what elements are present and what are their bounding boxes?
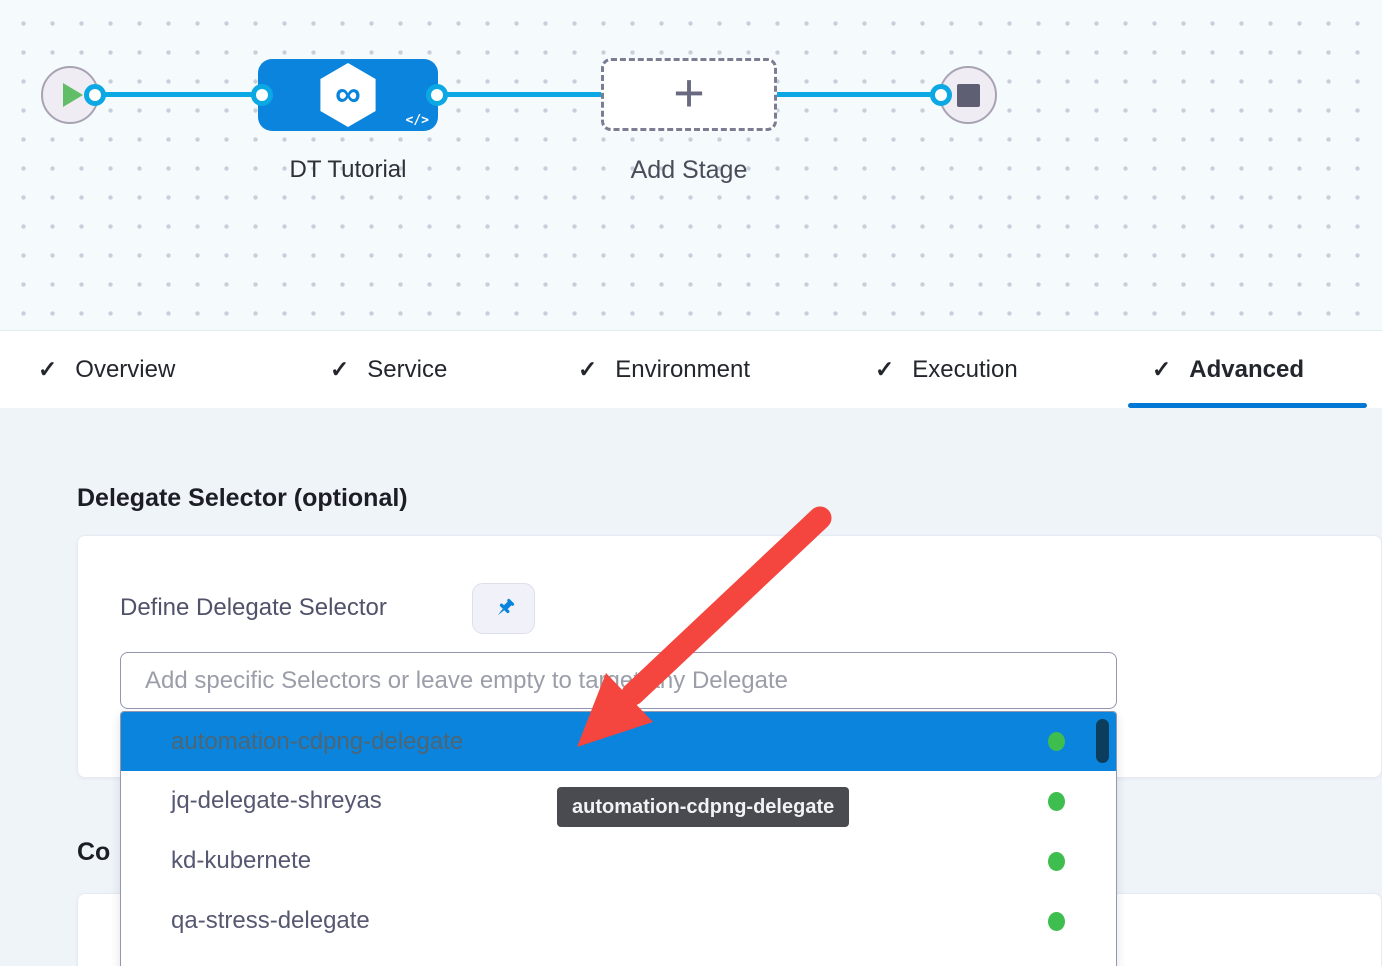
delegate-selector-section-title: Delegate Selector (optional) — [77, 484, 408, 512]
delegate-status-dot — [1048, 791, 1065, 811]
add-stage-label: Add Stage — [630, 156, 748, 184]
tab-execution[interactable]: ✓ Execution — [875, 355, 1018, 383]
pushpin-icon — [497, 598, 514, 615]
tab-environment[interactable]: ✓ Environment — [578, 355, 751, 383]
pin-button[interactable] — [472, 583, 535, 634]
check-icon: ✓ — [330, 356, 350, 382]
pipeline-end-node[interactable] — [939, 66, 997, 124]
harness-cd-hexagon-icon: ∞ — [320, 63, 376, 127]
dropdown-option-qa-stress-delegate[interactable]: qa-stress-delegate — [121, 891, 1116, 951]
port-end-in[interactable] — [930, 84, 952, 106]
play-icon — [63, 83, 83, 107]
edge-stage-to-addstage — [437, 92, 602, 97]
delegate-status-dot — [1048, 732, 1065, 751]
check-icon: ✓ — [875, 356, 895, 382]
advanced-tab-content: Delegate Selector (optional) Define Dele… — [0, 408, 1382, 966]
check-icon: ✓ — [38, 356, 58, 382]
tab-service[interactable]: ✓ Service — [330, 355, 448, 383]
stage-node-label: DT Tutorial — [289, 156, 407, 183]
delegate-selector-input[interactable] — [120, 652, 1117, 709]
check-icon: ✓ — [578, 356, 598, 382]
delegate-options-dropdown: automation-cdpng-delegate jq-delegate-sh… — [120, 711, 1117, 966]
next-section-title-partial: Co — [77, 838, 111, 866]
tab-overview[interactable]: ✓ Overview — [38, 355, 176, 383]
port-stage-in[interactable] — [251, 84, 273, 106]
dropdown-option-jq-delegate-shreyas[interactable]: jq-delegate-shreyas — [121, 771, 1116, 831]
delegate-status-dot — [1048, 851, 1065, 871]
check-icon: ✓ — [1152, 356, 1172, 382]
stop-square-icon — [956, 83, 980, 107]
stage-node-dt-tutorial[interactable]: ∞ </> — [258, 59, 438, 131]
edge-start-to-stage — [95, 92, 262, 97]
define-delegate-selector-label: Define Delegate Selector — [120, 594, 387, 621]
infinity-icon: ∞ — [335, 72, 361, 114]
tab-advanced[interactable]: ✓ Advanced — [1152, 355, 1304, 383]
dropdown-scrollbar-thumb[interactable] — [1096, 719, 1109, 763]
active-tab-underline — [1128, 403, 1367, 408]
delegate-status-dot — [1048, 911, 1065, 931]
delegate-name-tooltip: automation-cdpng-delegate — [557, 787, 850, 827]
dropdown-option-automation-cdpng-delegate[interactable]: automation-cdpng-delegate — [121, 712, 1116, 771]
pipeline-canvas[interactable]: ∞ </> DT Tutorial + Add Stage — [0, 0, 1382, 331]
add-stage-button[interactable]: + — [601, 58, 777, 131]
dropdown-option-kd-kubernete[interactable]: kd-kubernete — [121, 831, 1116, 891]
stage-tab-bar: ✓ Overview ✓ Service ✓ Environment ✓ Exe… — [0, 331, 1382, 408]
port-stage-out[interactable] — [426, 84, 448, 106]
code-icon: </> — [405, 113, 429, 128]
port-start-out[interactable] — [84, 84, 106, 106]
edge-addstage-to-end — [777, 92, 941, 97]
